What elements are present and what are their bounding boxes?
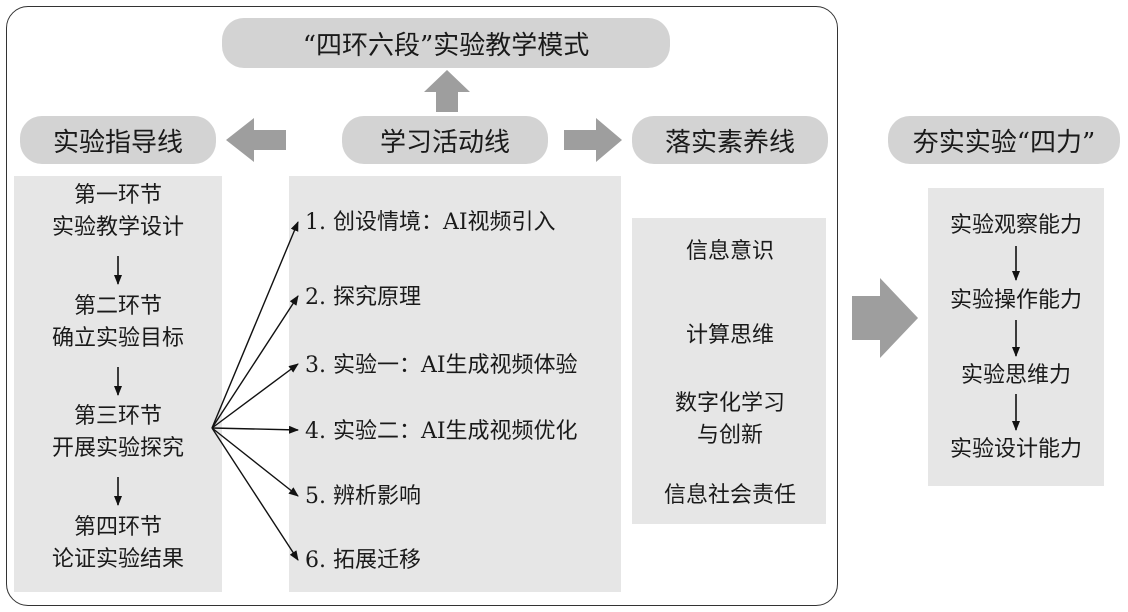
literacy-2: 计算思维 <box>634 320 826 352</box>
power-4: 实验设计能力 <box>949 437 1082 462</box>
stage-3-line2: 开展实验探究 <box>51 436 184 461</box>
literacy-1: 信息意识 <box>634 236 826 268</box>
literacy-3-line2: 与创新 <box>696 423 763 448</box>
literacy-1-line1: 信息意识 <box>685 239 774 264</box>
title-text: “四环六段”实验教学模式 <box>302 30 590 61</box>
stage-3-line1: 第三环节 <box>73 404 162 429</box>
stage-2-line2: 确立实验目标 <box>51 326 184 351</box>
title-pill: “四环六段”实验教学模式 <box>222 18 670 68</box>
activity-line-pill: 学习活动线 <box>342 116 548 164</box>
left-block-arrow <box>226 118 286 162</box>
power-3: 实验思维力 <box>960 363 1071 388</box>
literacy-4: 信息社会责任 <box>634 480 826 512</box>
stage-4: 第四环节 论证实验结果 <box>14 512 222 576</box>
literacy-2-line1: 计算思维 <box>685 323 774 348</box>
activity-3: 3. 实验一：AI生成视频体验 <box>305 353 578 378</box>
literacy-3: 数字化学习 与创新 <box>634 388 826 452</box>
literacy-4-line1: 信息社会责任 <box>663 483 796 508</box>
activity-2: 2. 探究原理 <box>305 285 421 310</box>
stage-4-line2: 论证实验结果 <box>51 547 184 572</box>
stage-1-line2: 实验教学设计 <box>51 215 184 240</box>
literacy-line-pill: 落实素养线 <box>632 116 828 164</box>
power-1: 实验观察能力 <box>949 213 1082 238</box>
stage-1: 第一环节 实验教学设计 <box>14 180 222 244</box>
power-2: 实验操作能力 <box>949 288 1082 313</box>
activity-6: 6. 拓展迁移 <box>305 548 421 573</box>
activities-panel <box>289 176 621 592</box>
activity-1: 1. 创设情境：AI视频引入 <box>305 210 556 235</box>
fan-arrows <box>211 221 299 561</box>
activity-4: 4. 实验二：AI生成视频优化 <box>305 419 578 444</box>
stage-4-line1: 第四环节 <box>73 515 162 540</box>
stage-1-line1: 第一环节 <box>73 183 162 208</box>
stage-2-line1: 第二环节 <box>73 294 162 319</box>
literacy-3-line1: 数字化学习 <box>674 391 785 416</box>
literacy-line-label: 落实素养线 <box>664 127 795 158</box>
stage-2: 第二环节 确立实验目标 <box>14 291 222 355</box>
power-line-label: 夯实实验“四力” <box>912 127 1096 158</box>
big-right-block-arrow <box>852 278 918 358</box>
power-line-pill: 夯实实验“四力” <box>888 116 1120 164</box>
guide-line-label: 实验指导线 <box>52 127 183 158</box>
activity-5: 5. 辨析影响 <box>305 484 421 509</box>
activity-line-label: 学习活动线 <box>379 127 510 158</box>
main-frame <box>6 6 838 606</box>
literacies-panel <box>632 218 826 524</box>
right-block-arrow <box>564 118 622 162</box>
guide-line-pill: 实验指导线 <box>20 116 216 164</box>
stage-3: 第三环节 开展实验探究 <box>14 401 222 465</box>
up-block-arrow <box>424 70 470 112</box>
